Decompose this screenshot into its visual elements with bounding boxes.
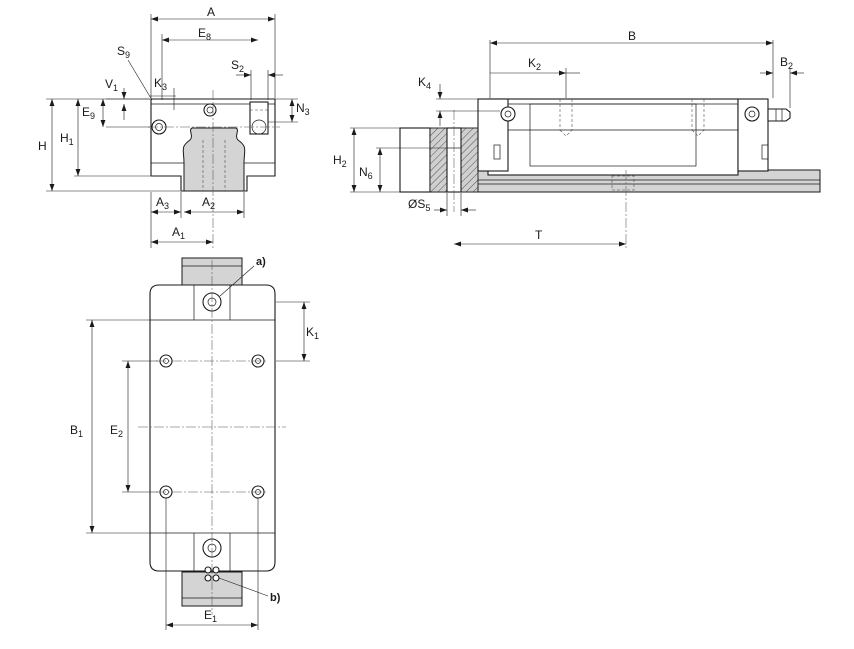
carriage-side-body: [487, 98, 739, 176]
label-V1: V1: [105, 77, 118, 93]
label-A3: A3: [156, 195, 169, 211]
side-view: B K2 B2 K4 H2 N6 ØS5 T: [333, 29, 821, 250]
label-N6: N6: [359, 165, 373, 181]
label-E9: E9: [82, 105, 95, 121]
label-A2: A2: [202, 195, 215, 211]
label-B: B: [628, 29, 636, 43]
label-E8: E8: [198, 26, 211, 42]
note-a: a): [256, 256, 266, 268]
label-S9: S9: [117, 44, 130, 60]
carriage-top-outline: [149, 284, 276, 572]
label-H2: H2: [333, 153, 347, 169]
label-T: T: [535, 228, 543, 242]
front-hole-center: [203, 103, 217, 117]
label-N3: N3: [296, 101, 310, 117]
note-b: b): [270, 592, 281, 604]
front-hole-left: [151, 119, 167, 135]
top-view: a) b) K1 B1 E2 E1: [70, 256, 319, 630]
front-hole-right: [249, 101, 269, 135]
label-K4: K4: [418, 75, 431, 91]
label-S2: S2: [231, 58, 244, 74]
label-A1: A1: [172, 225, 185, 241]
label-K2: K2: [528, 56, 541, 72]
label-K1: K1: [306, 325, 319, 341]
label-A: A: [207, 5, 215, 19]
label-B1: B1: [70, 423, 83, 439]
label-K3: K3: [154, 76, 167, 92]
label-H: H: [38, 139, 47, 153]
label-H1: H1: [60, 131, 74, 147]
label-E2: E2: [110, 423, 123, 439]
front-view: A E8 S9 V1 K3 S2 E9 N3: [38, 5, 310, 250]
label-B2: B2: [780, 55, 793, 71]
rail-front-profile: [182, 127, 246, 192]
label-E1: E1: [204, 608, 217, 624]
grease-nipple-left: [500, 106, 516, 122]
grease-nipple-right: [744, 106, 791, 122]
label-S5: ØS5: [408, 197, 430, 213]
